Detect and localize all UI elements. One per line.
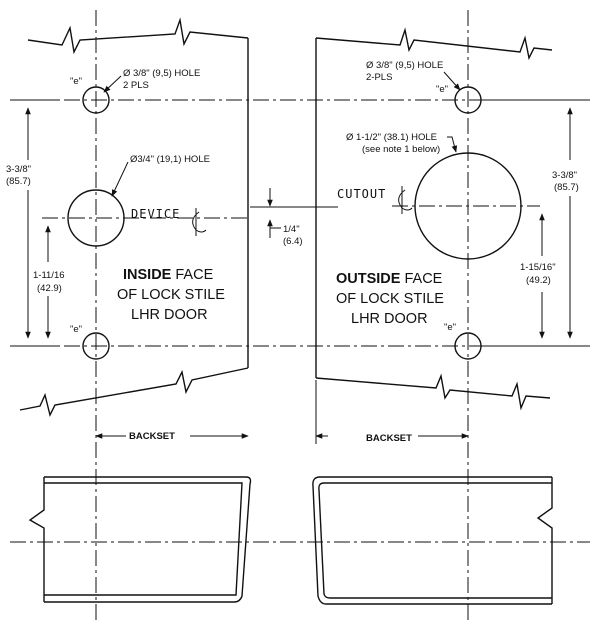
right-lower-dimension-value: 1-15/16" — [520, 262, 556, 273]
right-face-title: OUTSIDE FACE — [336, 271, 443, 287]
offset-dimension-value: 1/4" — [283, 224, 300, 235]
right-break-line-bottom — [315, 373, 551, 411]
right-cutout-centerline-label: CUTOUT — [337, 187, 386, 201]
centerline-offset-dimension — [250, 188, 338, 238]
left-centerline-symbol — [192, 208, 207, 236]
right-centerline-symbol — [398, 186, 413, 214]
right-bottom-e-label: "e" — [444, 322, 456, 333]
left-break-line-bottom — [19, 367, 249, 418]
left-total-dimension-metric: (85.7) — [6, 176, 31, 187]
right-top-e-label: "e" — [436, 84, 448, 95]
right-lower-dimension-metric: (49.2) — [526, 275, 551, 286]
left-main-hole-callout: Ø3/4" (19,1) HOLE — [130, 154, 210, 165]
left-bottom-small-hole — [82, 332, 110, 360]
right-main-hole-note: (see note 1 below) — [362, 144, 440, 155]
right-main-hole-callout: Ø 1-1/2" (38.1) HOLE — [346, 132, 437, 143]
left-main-hole — [67, 189, 125, 247]
left-total-dimension — [22, 99, 60, 347]
left-stile — [19, 17, 249, 418]
left-face-title-line3: LHR DOOR — [131, 307, 208, 323]
left-section-break — [28, 477, 45, 602]
right-stile — [315, 27, 553, 411]
right-section-break — [536, 477, 553, 604]
left-main-hole-leader — [111, 161, 129, 197]
left-face-title: INSIDE FACE — [123, 267, 214, 283]
left-stile-section — [28, 476, 252, 603]
right-total-dimension-metric: (85.7) — [554, 182, 579, 193]
right-bottom-small-hole — [454, 332, 482, 360]
right-total-dimension — [482, 99, 578, 347]
offset-dimension-metric: (6.4) — [283, 236, 303, 247]
left-top-small-hole — [82, 86, 110, 114]
left-break-line-top — [27, 17, 249, 55]
right-small-hole-count: 2-PLS — [366, 72, 392, 83]
right-small-hole-callout: Ø 3/8" (9,5) HOLE — [366, 60, 443, 71]
left-total-dimension-value: 3-3/8" — [6, 164, 31, 175]
right-backset-dimension — [315, 380, 469, 444]
left-small-hole-leader — [103, 75, 122, 93]
left-backset-label: BACKSET — [129, 431, 175, 442]
right-small-hole-leader — [443, 71, 461, 91]
right-face-title-line3: LHR DOOR — [351, 311, 428, 327]
left-bottom-e-label: "e" — [70, 324, 82, 335]
left-small-hole-callout: Ø 3/8" (9,5) HOLE — [123, 68, 200, 79]
right-total-dimension-value: 3-3/8" — [552, 170, 577, 181]
right-break-line-top — [315, 27, 553, 61]
left-device-centerline-label: DEVICE — [131, 207, 180, 221]
left-face-title-line2: OF LOCK STILE — [117, 287, 225, 303]
left-lower-dimension-value: 1-11/16 — [33, 270, 65, 281]
right-main-hole-leader — [447, 136, 458, 153]
left-lower-dimension-metric: (42.9) — [37, 283, 62, 294]
right-face-title-line2: OF LOCK STILE — [336, 291, 444, 307]
left-top-e-label: "e" — [70, 76, 82, 87]
right-main-hole — [414, 152, 522, 260]
right-top-small-hole — [454, 86, 482, 114]
right-stile-section — [312, 476, 553, 605]
left-small-hole-count: 2 PLS — [123, 80, 149, 91]
right-backset-label: BACKSET — [366, 433, 412, 444]
